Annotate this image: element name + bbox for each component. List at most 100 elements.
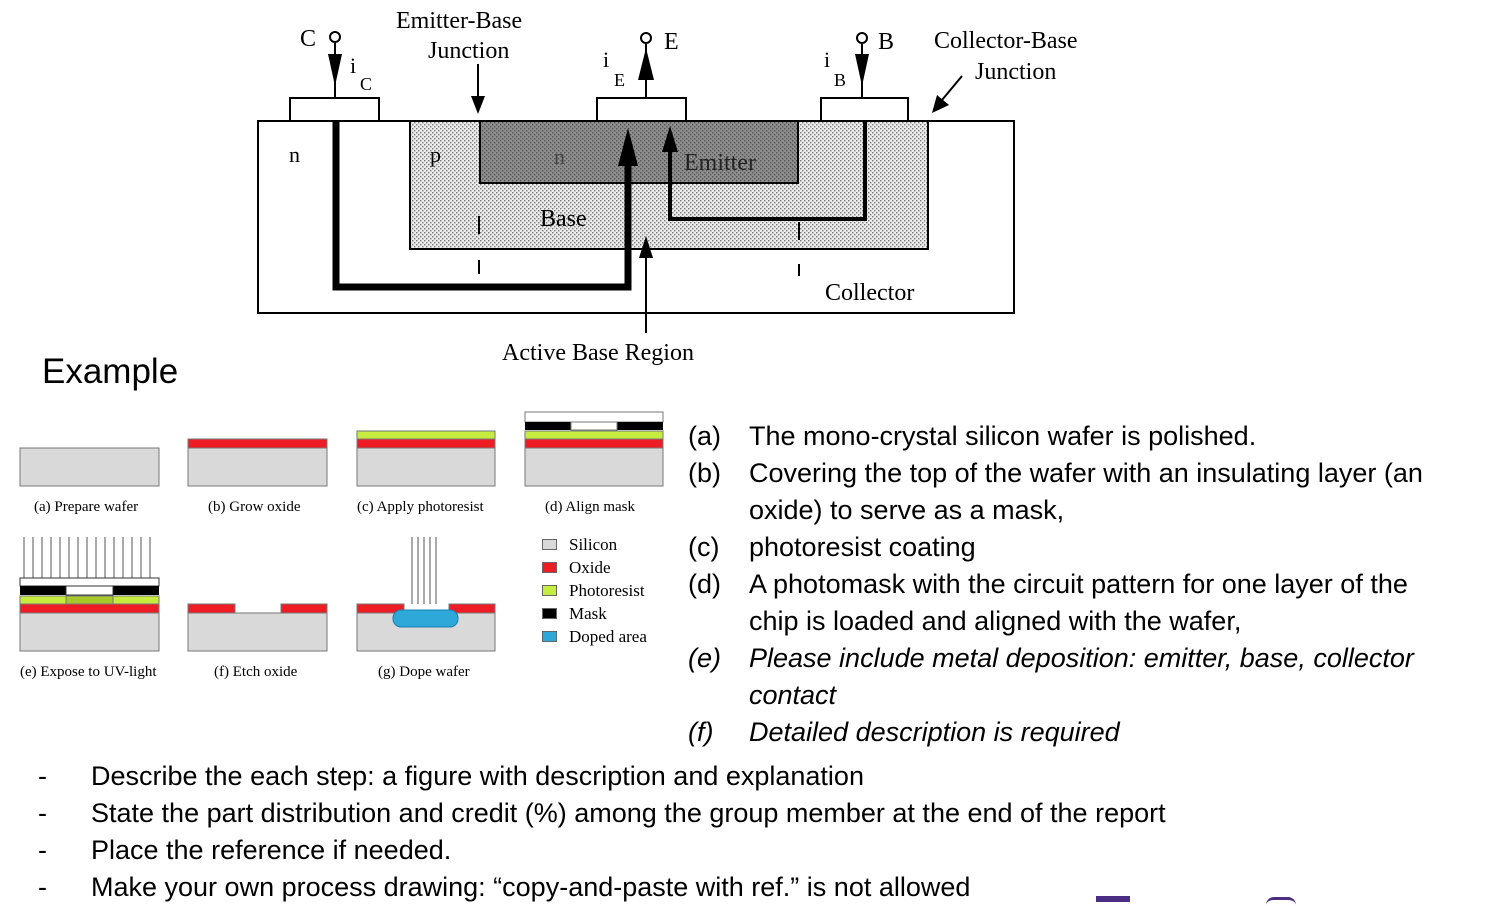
requirement-bullet: - [38,872,47,902]
brand-logo-fragment [1096,896,1130,902]
legend-swatch [542,631,557,642]
legend-item: Photoresist [542,579,647,602]
legend-label: Mask [569,603,607,623]
legend-item: Silicon [542,533,647,556]
step-item: (e) Please include metal deposition: emit… [688,640,1429,714]
requirements-list: - Describe the each step: a figure with d… [38,758,1166,906]
requirement-item: -State the part distribution and credit … [38,795,1166,832]
step-item: (b)Covering the top of the wafer with an… [688,455,1429,529]
emitter-contact [596,97,687,122]
requirement-item: - Describe the each step: a figure with d… [38,758,1166,795]
step-d-silicon [524,447,664,487]
step-d-mask-right [617,422,663,430]
collector-terminal-label: C [300,26,316,52]
base-terminal-label: B [878,29,894,55]
step-text: Please include metal deposition: emitter… [749,643,1414,710]
legend-label: Photoresist [569,580,645,600]
ie-current-label: i [603,47,609,72]
legend-item: Oxide [542,556,647,579]
caption-f: (f) Etch oxide [214,664,298,680]
step-label: (a) [688,421,721,451]
step-e-mask-gap [65,585,114,596]
requirement-text: Make your own process drawing: “copy-and… [91,872,971,902]
base-contact [820,97,909,122]
step-e-mask-left [20,586,66,595]
base-current-arrow-down [855,54,869,86]
legend-label: Oxide [569,557,611,577]
step-item: (f) Detailed description is required [688,714,1429,751]
step-b-silicon [187,447,328,487]
step-e-uv-rays [23,537,151,578]
collector-contact [289,97,380,122]
step-label: (e) [688,643,721,673]
caption-d: (d) Align mask [545,499,635,515]
step-f-oxide-left [187,603,236,614]
step-e-mask-glass [19,577,160,587]
caption-a: (a) Prepare wafer [34,499,138,515]
step-e-mask-right [113,586,159,595]
caption-g: (g) Dope wafer [378,664,470,680]
step-f-oxide-right [280,603,328,614]
requirement-text: State the part distribution and credit (… [91,798,1166,828]
step-b-oxide [187,438,328,449]
ic-current-subscript: C [360,74,372,94]
step-a-silicon [19,447,160,487]
requirement-bullet: - [38,835,47,865]
step-item: (c)photoresist coating [688,529,1429,566]
ib-current-label: i [824,47,830,72]
step-e-silicon [19,612,160,652]
step-item: (d)A photomask with the circuit pattern … [688,566,1429,640]
active-base-region-label: Active Base Region [502,340,694,366]
ic-current-label: i [350,53,356,78]
step-c-photoresist [356,430,496,440]
step-text: The mono-crystal silicon wafer is polish… [749,421,1257,451]
requirement-item: - Place the reference if needed. [38,832,1166,869]
junction-dash-marks [478,216,800,276]
requirement-text: Describe the each step: a figure with de… [91,761,864,791]
legend-swatch [542,562,557,573]
cb-junction-label-line2: Junction [975,59,1056,85]
brand-logo-fragment-2 [1266,897,1296,905]
step-f-silicon [187,612,328,652]
legend-label: Doped area [569,626,647,646]
caption-e: (e) Expose to UV-light [20,664,157,680]
ie-current-subscript: E [614,70,625,90]
region-label-n-outer: n [289,142,300,167]
step-c-silicon [356,447,496,487]
active-base-arrowhead [639,236,653,258]
legend-item: Doped area [542,625,647,648]
requirement-bullet: - [38,761,47,791]
step-d-photoresist [524,430,664,440]
step-g-dopant-rays [411,537,437,604]
base-path-arrowhead [662,126,678,152]
base-current-path [668,121,867,221]
emitter-current-arrow-up [638,48,654,80]
step-g-doped-area [392,609,459,628]
caption-c: (c) Apply photoresist [357,499,484,515]
step-e-exposed-resist [65,595,114,605]
step-label: (f) [688,717,714,747]
step-text: Covering the top of the wafer with an in… [749,458,1423,525]
step-g-oxide-right [448,603,496,614]
process-step-figures: (a) Prepare wafer (b) Grow oxide (c) App… [19,411,664,680]
step-e-oxide [19,603,160,614]
legend-swatch [542,608,557,619]
step-text: Detailed description is required [749,717,1120,747]
step-text: A photomask with the circuit pattern for… [749,569,1408,636]
region-label-base: Base [540,206,587,232]
emitter-terminal-label: E [664,29,679,55]
legend-swatch [542,585,557,596]
step-item: (a) The mono-crystal silicon wafer is pol… [688,418,1429,455]
eb-junction-arrowhead [471,96,485,114]
collector-current-path [332,121,632,291]
requirement-text: Place the reference if needed. [91,835,452,865]
cb-junction-label-line1: Collector-Base [934,28,1077,54]
ib-current-subscript: B [834,70,846,90]
step-d-mask-left [525,422,571,430]
requirement-item: - Make your own process drawing: “copy-an… [38,869,1166,906]
example-heading: Example [42,352,179,391]
region-label-n-inner: n [554,144,565,169]
eb-junction-label-line1: Emitter-Base [396,8,522,34]
